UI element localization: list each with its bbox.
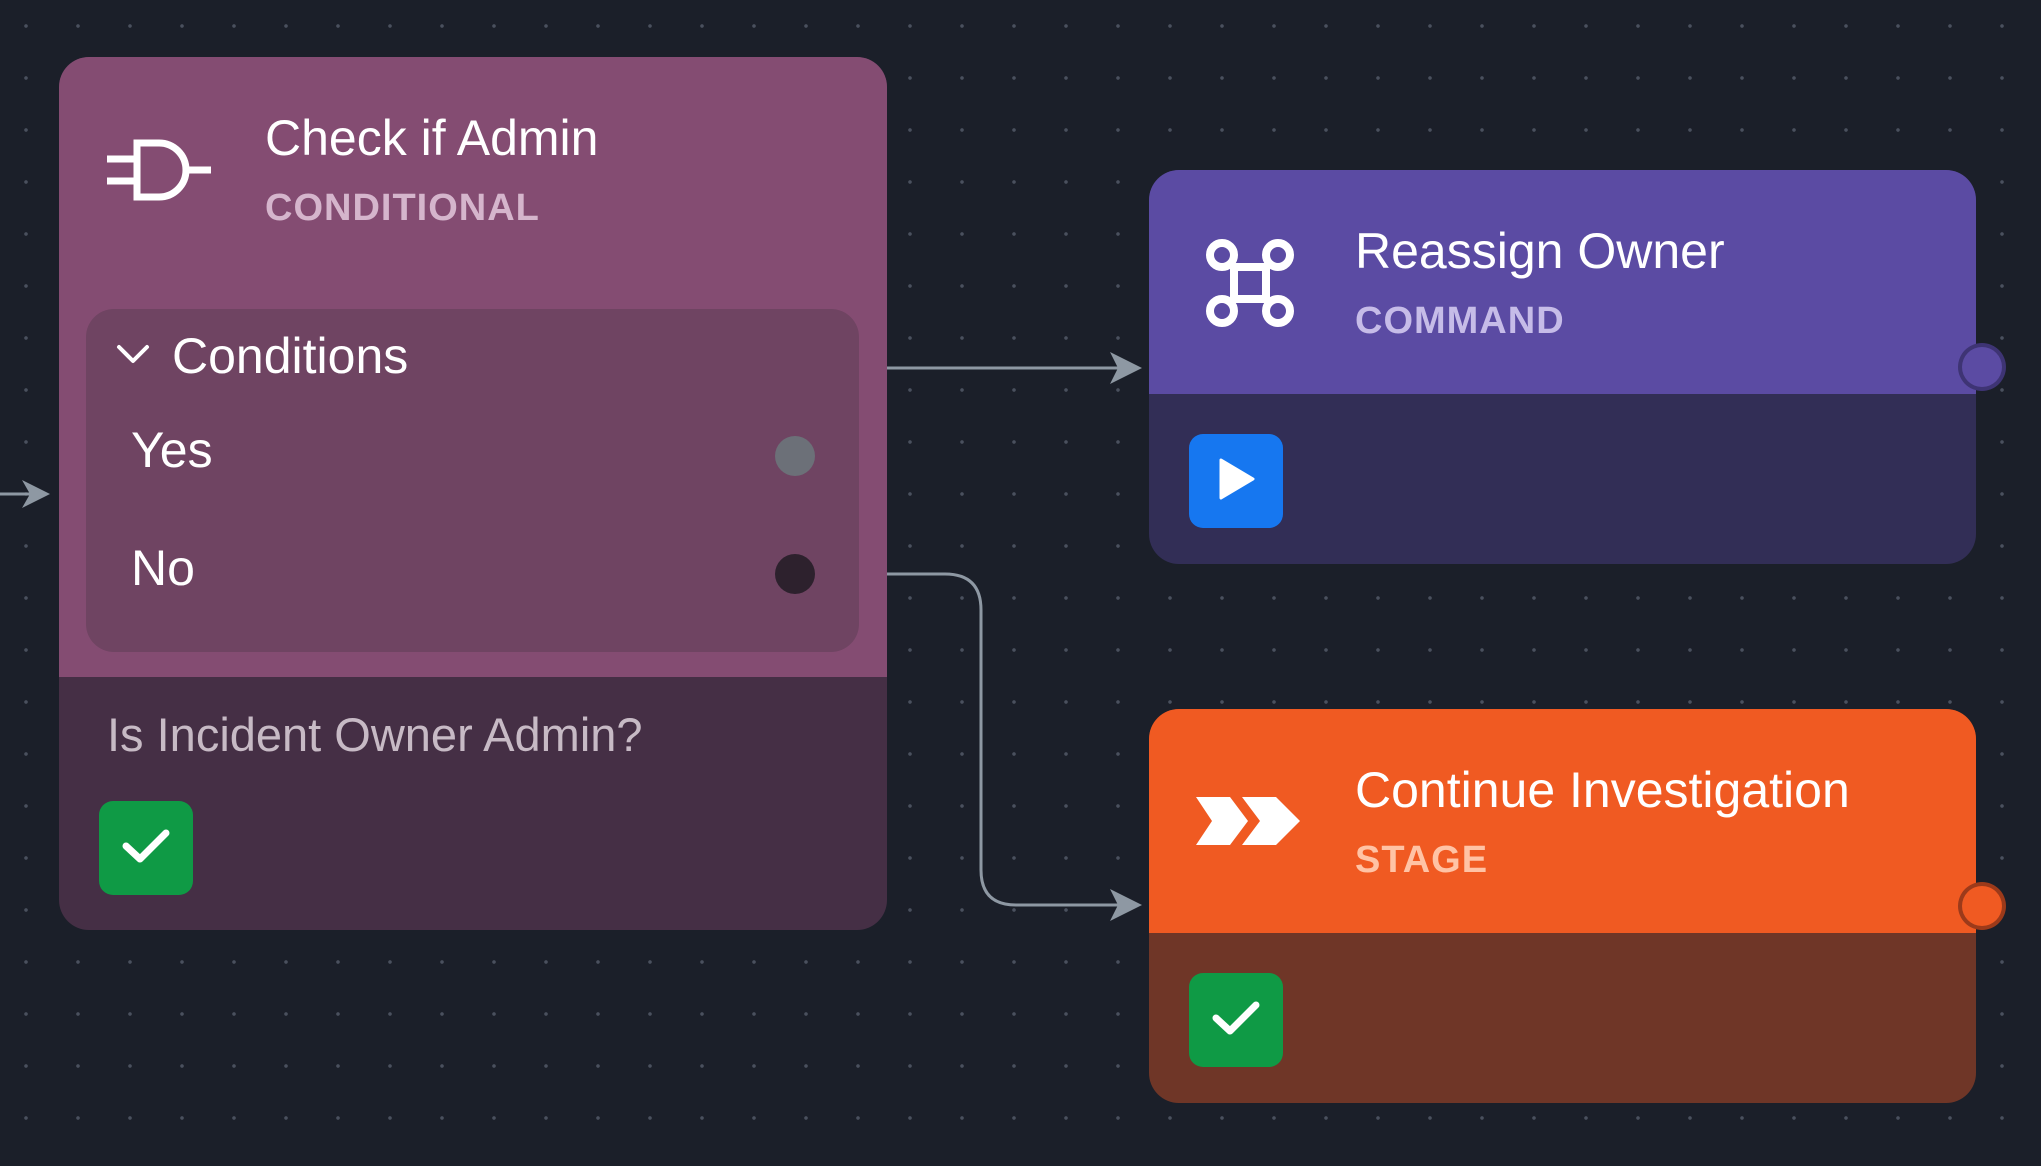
node-type-label: STAGE xyxy=(1355,839,1489,881)
node-title: Continue Investigation xyxy=(1355,762,1850,818)
stage-output-port[interactable] xyxy=(1962,886,2002,926)
check-icon xyxy=(1211,998,1261,1043)
command-key-icon xyxy=(1205,238,1295,333)
status-success-button[interactable] xyxy=(1189,973,1283,1067)
condition-port-no[interactable] xyxy=(775,554,815,594)
run-command-button[interactable] xyxy=(1189,434,1283,528)
stage-node-header: Continue Investigation STAGE xyxy=(1149,709,1976,933)
check-icon xyxy=(121,826,171,871)
command-output-port[interactable] xyxy=(1962,347,2002,387)
node-title: Reassign Owner xyxy=(1355,223,1725,279)
node-title: Check if Admin xyxy=(265,110,599,166)
condition-port-yes[interactable] xyxy=(775,436,815,476)
stage-node[interactable]: Continue Investigation STAGE xyxy=(1149,709,1976,1103)
conditional-node-header: Check if Admin CONDITIONAL Conditions Ye… xyxy=(59,57,887,677)
incoming-edge xyxy=(0,480,50,508)
node-type-label: COMMAND xyxy=(1355,300,1565,342)
play-icon xyxy=(1216,457,1256,506)
conditional-node[interactable]: Check if Admin CONDITIONAL Conditions Ye… xyxy=(59,57,887,930)
conditions-title: Conditions xyxy=(172,328,409,384)
double-chevron-right-icon xyxy=(1196,797,1300,850)
conditions-toggle[interactable]: Conditions xyxy=(116,327,408,385)
logic-gate-icon xyxy=(107,139,211,206)
node-type-label: CONDITIONAL xyxy=(265,187,540,229)
chevron-down-icon xyxy=(116,343,150,370)
command-node[interactable]: Reassign Owner COMMAND xyxy=(1149,170,1976,564)
node-description: Is Incident Owner Admin? xyxy=(107,708,643,761)
conditions-panel: Conditions Yes No xyxy=(86,309,859,652)
command-node-header: Reassign Owner COMMAND xyxy=(1149,170,1976,394)
status-success-button[interactable] xyxy=(99,801,193,895)
condition-label-yes: Yes xyxy=(131,422,213,478)
condition-label-no: No xyxy=(131,540,195,596)
